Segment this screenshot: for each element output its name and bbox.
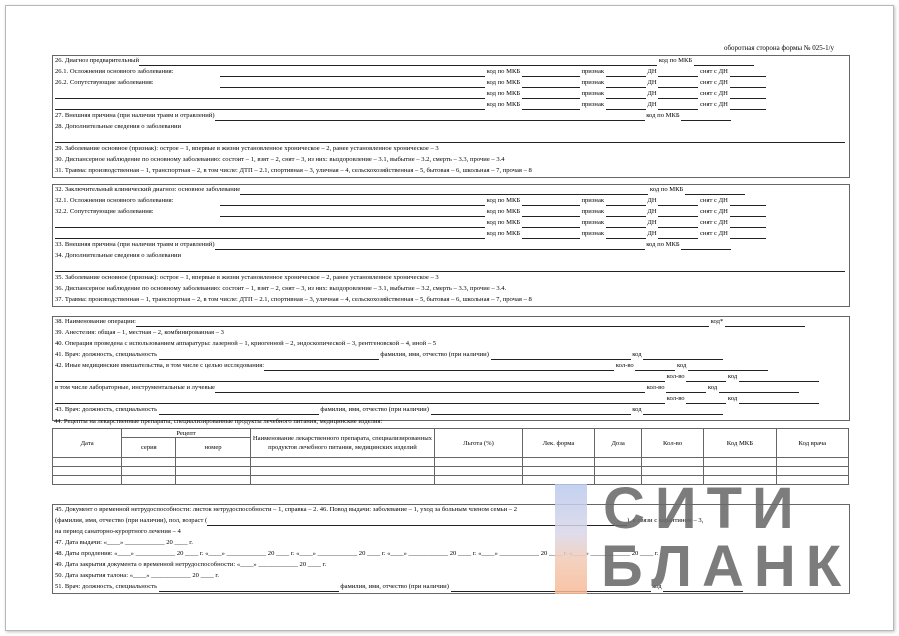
table-row (51, 466, 850, 476)
line-41: 41. Врач: должность, специальность фамил… (55, 350, 847, 360)
line-26-1: 26.1. Осложнения основного заболевания: … (55, 67, 847, 77)
line-48: 48. Даты продления: «____» ____________ … (55, 550, 659, 557)
line-32-2b: код по МКБ признак ДН снят с ДН (55, 218, 847, 228)
line-35: 35. Заболевание основное (признак): остр… (55, 274, 439, 281)
col-form: Лек. форма (521, 428, 596, 458)
col-date: Дата (51, 428, 123, 458)
line-45b: (фамилия, имя, отчество (при наличии), п… (55, 517, 704, 526)
line-43: 43. Врач: должность, специальность фамил… (55, 405, 847, 415)
line-27: 27. Внешняя причина (при наличии травм и… (55, 111, 847, 121)
line-42: 42. Иные медицинские вмешательства, в то… (55, 361, 847, 371)
watermark-gradient-bar (555, 484, 587, 594)
col-qty: Кол-во (641, 428, 705, 458)
watermark-line1: СИТИ (603, 476, 804, 541)
col-series: серия (121, 437, 177, 458)
col-name: Наименование лекарственного препарата, с… (249, 428, 436, 458)
col-doctor: Код врача (775, 428, 850, 458)
col-dose: Доза (594, 428, 643, 458)
line-42c: кол-во код (55, 394, 847, 404)
table-row (51, 475, 850, 485)
line-47: 47. Дата выдачи: «____» ____________ 20 … (55, 539, 193, 546)
line-26-2c: код по МКБ признак ДН снят с ДН (55, 100, 847, 110)
line-39: 39. Анестезия: общая – 1, местная – 2, к… (55, 329, 224, 336)
line-28: 28. Дополнительные сведения о заболевани… (55, 123, 182, 130)
line-42b: кол-во код (55, 372, 847, 382)
line-45: 45. Документ о временной нетрудоспособно… (55, 506, 518, 513)
form-number-note: оборотная сторона формы № 025-1/у (724, 44, 835, 52)
line-34-blank (55, 262, 847, 272)
line-37: 37. Травма: производственная – 1, трансп… (55, 296, 532, 303)
sick-leave-section: 45. Документ о временной нетрудоспособно… (52, 504, 850, 594)
line-26-2: 26.2. Сопутствующие заболевания: код по … (55, 78, 847, 88)
line-50: 50. Дата закрытия талона: «____» _______… (55, 572, 220, 579)
line-38: 38. Наименование операции: код* (55, 317, 847, 327)
watermark-logo: СИТИ БЛАНК (555, 480, 855, 600)
line-34: 34. Дополнительные сведения о заболевани… (55, 252, 182, 259)
line-26: 26. Диагноз предварительный код по МКБ (55, 56, 847, 66)
line-32-2c: код по МКБ признак ДН снят с ДН (55, 229, 847, 239)
col-number: номер (175, 437, 251, 458)
col-benefit: Льгота (%) (434, 428, 523, 458)
line-51: 51. Врач: должность, специальность фамил… (55, 582, 847, 592)
table-row (51, 457, 850, 467)
col-mkb: Код МКБ (703, 428, 777, 458)
prescriptions-table: Дата Рецепт Наименование лекарственного … (51, 428, 850, 485)
line-33: 33. Внешняя причина (при наличии травм и… (55, 240, 847, 250)
line-28-blank (55, 133, 847, 143)
line-45c: на период санаторно-курортного лечения –… (55, 528, 181, 535)
line-42-lab: в том числе лабораторные, инструментальн… (55, 383, 847, 393)
operation-section: 38. Наименование операции: код* 39. Анес… (52, 316, 850, 421)
line-30: 30. Диспансерное наблюдение по основному… (55, 156, 505, 163)
line-31: 31. Травма: производственная – 1, трансп… (55, 167, 532, 174)
preliminary-diagnosis-section: 26. Диагноз предварительный код по МКБ 2… (52, 55, 850, 178)
line-26-2b: код по МКБ признак ДН снят с ДН (55, 89, 847, 99)
prescriptions-title: 44. Рецепты на лекарственные препараты, … (54, 418, 383, 425)
line-29: 29. Заболевание основное (признак): остр… (55, 145, 439, 152)
watermark-line2: БЛАНК (601, 534, 852, 599)
line-32-2: 32.2. Сопутствующие заболевания: код по … (55, 207, 847, 217)
line-32: 32. Заключительный клинический диагноз: … (55, 185, 847, 195)
line-49: 49. Дата закрытия документа о временной … (55, 561, 327, 568)
line-36: 36. Диспансерное наблюдение по основному… (55, 285, 507, 292)
final-diagnosis-section: 32. Заключительный клинический диагноз: … (52, 184, 850, 307)
col-recipe: Рецепт (121, 428, 251, 438)
line-40: 40. Операция проведена с использованием … (55, 340, 437, 347)
line-32-1: 32.1. Осложнения основного заболевания: … (55, 196, 847, 206)
